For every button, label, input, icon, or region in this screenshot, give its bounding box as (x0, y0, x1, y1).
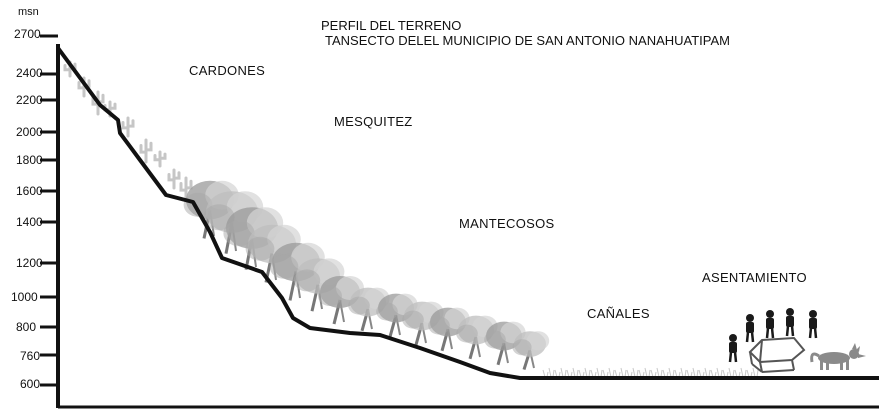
grass-icon (740, 367, 747, 378)
grass-icon (608, 367, 615, 378)
tick-label: 2700 (14, 27, 41, 41)
tick-label: 2000 (16, 125, 43, 139)
person-icon (765, 310, 775, 339)
person-icon (745, 314, 755, 343)
grass-icon (656, 367, 663, 378)
people-group (728, 308, 818, 363)
zone-label-mantecosos: MANTECOSOS (459, 216, 555, 231)
zone-label-canales: CAÑALES (587, 306, 650, 321)
grass-icon (620, 367, 627, 378)
tick-label: 1600 (16, 184, 43, 198)
tick-label: 760 (20, 349, 41, 363)
house-icon (748, 336, 806, 373)
grass-icon (614, 369, 621, 378)
tick-label: 1200 (16, 256, 43, 270)
person-icon (728, 334, 738, 363)
grass-icon (662, 369, 669, 378)
grass-icon (650, 369, 657, 378)
person-icon (808, 310, 818, 339)
cactus-icon (167, 168, 181, 190)
grass-icon (644, 367, 651, 378)
grass-icon (668, 367, 675, 378)
tick-marks (40, 34, 58, 387)
grass-icon (692, 367, 699, 378)
grass-icon (590, 369, 597, 378)
tree-icon (402, 301, 444, 346)
grass-icon (686, 369, 693, 378)
grass-icon (680, 367, 687, 378)
grass-icon (566, 369, 573, 378)
person-icon (785, 308, 795, 337)
tick-label: 800 (16, 320, 37, 334)
grass-icon (674, 369, 681, 378)
figure-subtitle: TANSECTO DELEL MUNICIPIO DE SAN ANTONIO … (325, 33, 730, 48)
grass-icon (584, 367, 591, 378)
tick-label: 2200 (16, 93, 43, 107)
grass-icon (710, 369, 717, 378)
grass-icon (704, 367, 711, 378)
settlement-group (728, 308, 866, 373)
grass-icon (548, 367, 555, 378)
tree-icon (428, 307, 470, 352)
grass-icon (722, 369, 729, 378)
terrain-profile-line (56, 46, 879, 380)
cactus-icon (139, 138, 153, 164)
grass-icon (572, 367, 579, 378)
tick-label: 1800 (16, 153, 43, 167)
zone-label-mesquitez: MESQUITEZ (334, 114, 413, 129)
dog-icon (810, 343, 866, 370)
grass-icon (752, 367, 759, 378)
grass-icon (698, 369, 705, 378)
cactus-icon (179, 176, 193, 202)
grass-icon (554, 369, 561, 378)
grass-icon (638, 369, 645, 378)
tree-icon (512, 331, 550, 371)
axis-unit-label: msn (18, 6, 39, 18)
grass-icon (746, 369, 753, 378)
grass-icon (596, 367, 603, 378)
cactus-icon (121, 116, 135, 138)
tick-label: 600 (20, 377, 41, 391)
grass-icon (602, 369, 609, 378)
tree-icon (456, 315, 498, 360)
tick-label: 2400 (16, 66, 43, 80)
zone-label-cardones: CARDONES (189, 63, 266, 78)
grass-icon (578, 369, 585, 378)
grass-icon (632, 367, 639, 378)
grass-icon (716, 367, 723, 378)
grass-icon (542, 369, 549, 378)
tick-label: 1000 (11, 290, 38, 304)
figure-title: PERFIL DEL TERRENO (321, 18, 462, 33)
grass-icon (728, 367, 735, 378)
grass-icon (560, 367, 567, 378)
zone-label-asentamiento: ASENTAMIENTO (702, 270, 807, 285)
tick-label: 1400 (16, 215, 43, 229)
vegetation-layer (63, 60, 759, 378)
cactus-icon (153, 150, 167, 168)
grass-icon (734, 369, 741, 378)
grass-icon (626, 369, 633, 378)
